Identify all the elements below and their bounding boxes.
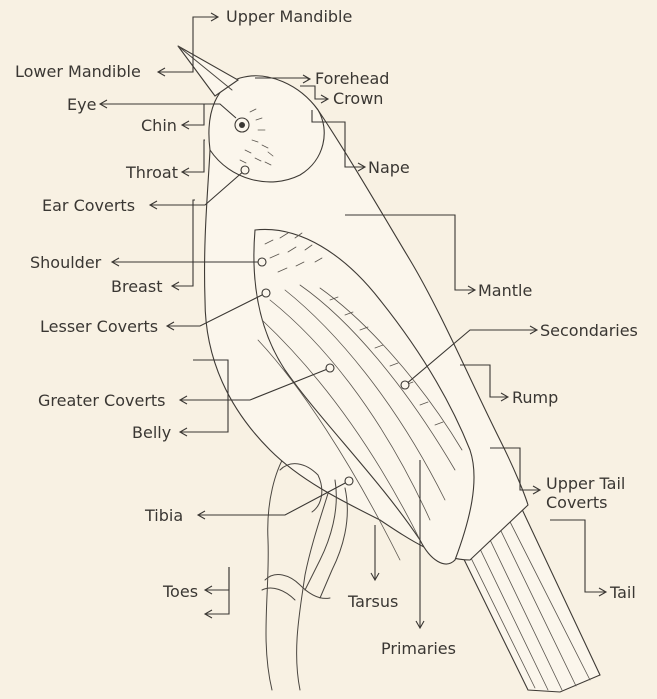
label-mantle: Mantle (478, 281, 532, 300)
label-upper-mandible: Upper Mandible (226, 7, 352, 26)
label-greater-coverts: Greater Coverts (38, 391, 166, 410)
ear-coverts-point (241, 166, 249, 174)
label-primaries: Primaries (381, 639, 456, 658)
label-lower-mandible: Lower Mandible (15, 62, 141, 81)
label-nape: Nape (368, 158, 410, 177)
label-upper-tail-coverts-line2: Coverts (546, 493, 607, 512)
secondaries-point (401, 381, 409, 389)
label-shoulder: Shoulder (30, 253, 102, 272)
tibia-point (345, 477, 353, 485)
label-toes: Toes (162, 582, 198, 601)
label-tail: Tail (609, 583, 636, 602)
label-throat: Throat (125, 163, 178, 182)
label-upper-tail-coverts-line1: Upper Tail (546, 474, 625, 493)
greater-coverts-point (326, 364, 334, 372)
label-secondaries: Secondaries (540, 321, 638, 340)
lesser-coverts-point (262, 289, 270, 297)
label-rump: Rump (512, 388, 558, 407)
label-crown: Crown (333, 89, 383, 108)
bird-head (178, 46, 324, 182)
label-breast: Breast (111, 277, 162, 296)
shoulder-point (258, 258, 266, 266)
label-forehead: Forehead (315, 69, 389, 88)
label-chin: Chin (141, 116, 177, 135)
label-tarsus: Tarsus (347, 592, 398, 611)
label-belly: Belly (132, 423, 171, 442)
label-ear-coverts: Ear Coverts (42, 196, 135, 215)
label-lesser-coverts: Lesser Coverts (40, 317, 158, 336)
label-eye: Eye (67, 95, 96, 114)
label-tibia: Tibia (144, 506, 183, 525)
